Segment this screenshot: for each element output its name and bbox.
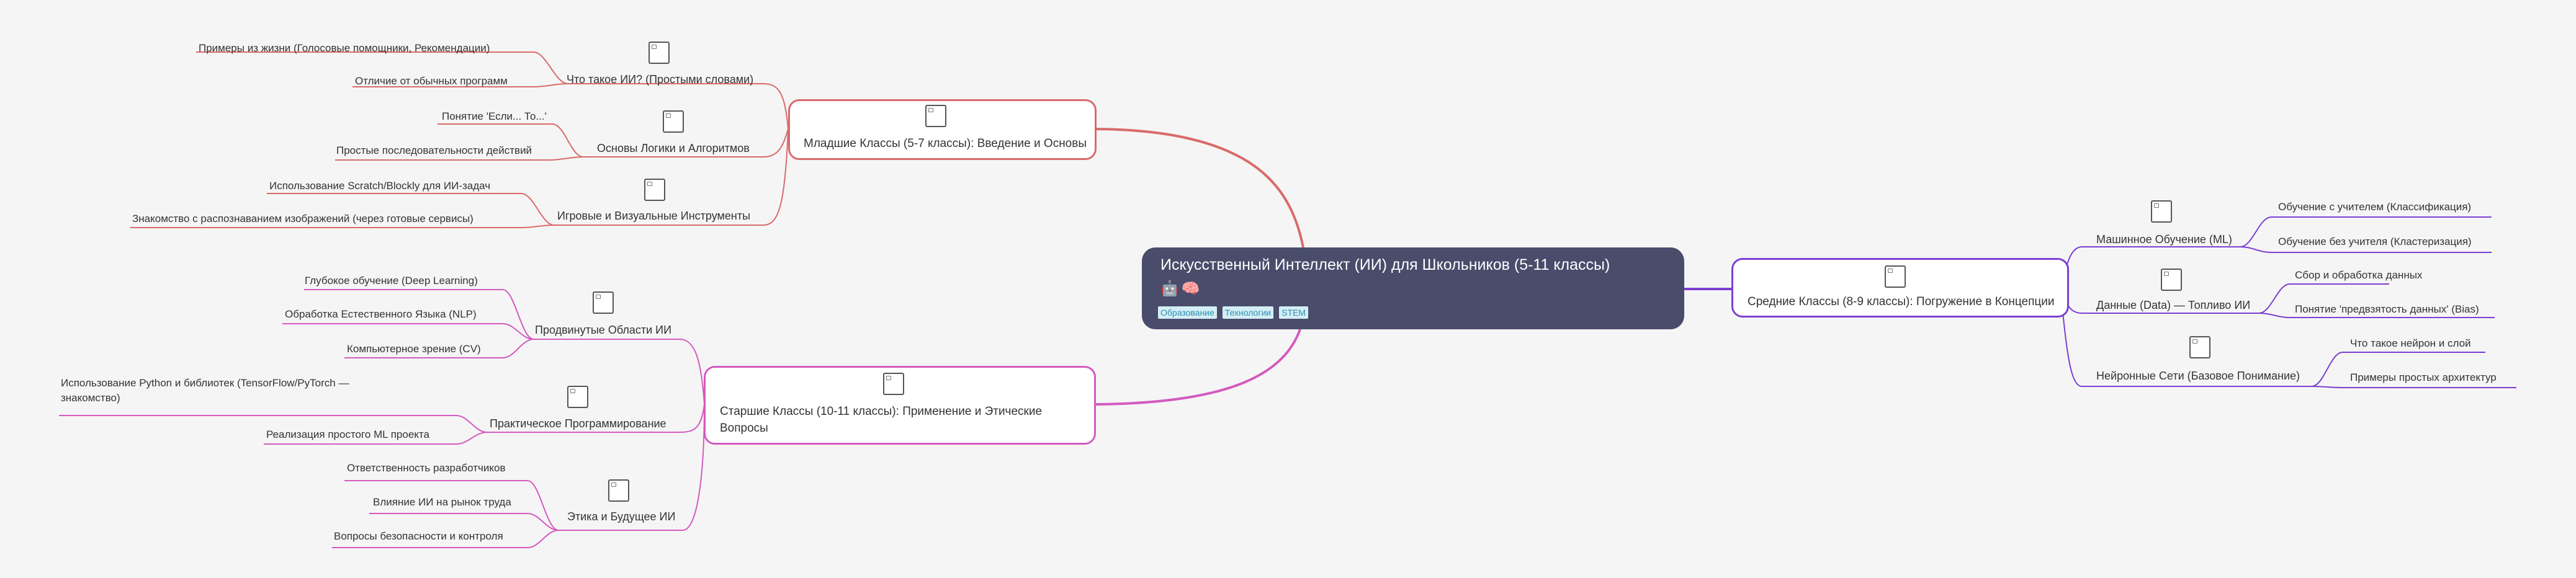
connector-senior-leaf-6	[344, 480, 559, 531]
junior-topic-1[interactable]: Что такое ИИ? (Простыми словами)	[567, 73, 754, 86]
branch-junior-title: Младшие Классы (5-7 классы): Введение и …	[804, 137, 1087, 150]
middle-topic-3[interactable]: Нейронные Сети (Базовое Понимание)	[2096, 370, 2300, 382]
middle-leaf-3[interactable]: Сбор и обработка данных	[2295, 269, 2423, 281]
connector-junior-leaf-6	[130, 225, 555, 228]
junior-leaf-4[interactable]: Простые последовательности действий	[336, 144, 532, 156]
connector-root-junior	[1095, 128, 1304, 248]
senior-leaf-4[interactable]: Использование Python и библиотек (Tensor…	[61, 377, 349, 404]
connector-senior-leaf-4	[59, 415, 488, 433]
connector-junior-topic-3	[554, 128, 789, 226]
middle-leaf-2[interactable]: Обучение без учителя (Кластеризация)	[2278, 236, 2472, 247]
middle-leaf-5[interactable]: Что такое нейрон и слой	[2350, 337, 2471, 349]
image-icon	[883, 373, 904, 395]
root-emoji: 🤖🧠	[1160, 280, 1203, 297]
connector-middle-leaf-5	[2311, 352, 2485, 387]
junior-leaf-5[interactable]: Использование Scratch/Blockly для ИИ-зад…	[269, 180, 491, 192]
branch-senior-title-line1: Старшие Классы (10-11 классы): Применени…	[720, 405, 1043, 418]
middle-topic-1[interactable]: Машинное Обучение (ML)	[2096, 233, 2232, 246]
connector-middle-leaf-6	[2311, 386, 2516, 388]
connector-senior-leaf-2	[282, 323, 534, 340]
senior-topic-3[interactable]: Этика и Будущее ИИ	[567, 510, 676, 523]
connector-senior-leaf-8	[332, 530, 559, 548]
image-icon	[644, 179, 665, 201]
connector-junior-topic-1	[568, 83, 789, 130]
middle-topic-2[interactable]: Данные (Data) — Топливо ИИ	[2096, 299, 2251, 311]
root-tags: Образование Технологии STEM	[1158, 306, 1308, 319]
connector-junior-leaf-2	[352, 83, 568, 87]
senior-topic-2[interactable]: Практическое Программирование	[490, 417, 666, 430]
image-icon	[2151, 200, 2172, 223]
tag-education[interactable]: Образование	[1158, 306, 1217, 319]
tag-stem[interactable]: STEM	[1279, 306, 1308, 319]
junior-leaf-1[interactable]: Примеры из жизни (Голосовые помощники, Р…	[199, 42, 490, 54]
senior-leaf-7[interactable]: Влияние ИИ на рынок труда	[373, 496, 511, 508]
connector-junior-leaf-4	[335, 156, 584, 161]
image-icon	[567, 386, 588, 408]
connector-senior-leaf-3	[344, 339, 534, 358]
connector-senior-leaf-5	[264, 432, 488, 445]
senior-leaf-8[interactable]: Вопросы безопасности и контроля	[334, 530, 503, 542]
junior-topic-3[interactable]: Игровые и Визуальные Инструменты	[557, 210, 751, 222]
image-icon	[1885, 265, 1906, 288]
image-icon	[663, 110, 684, 133]
connector-middle-leaf-3	[2258, 283, 2389, 314]
senior-leaf-6[interactable]: Ответственность разработчиков	[347, 462, 506, 474]
junior-leaf-2[interactable]: Отличие от обычных программ	[355, 75, 508, 87]
senior-topic-1[interactable]: Продвинутые Области ИИ	[535, 324, 672, 336]
tag-technologies[interactable]: Технологии	[1222, 306, 1274, 319]
connector-middle-leaf-4	[2258, 313, 2495, 318]
root-node[interactable]: Искусственный Интеллект (ИИ) для Школьни…	[1142, 247, 1684, 329]
connector-senior-leaf-1	[304, 289, 534, 340]
senior-leaf-3[interactable]: Компьютерное зрение (CV)	[347, 343, 481, 355]
branch-senior[interactable]: Старшие Классы (10-11 классы): Применени…	[704, 366, 1096, 445]
connector-junior-topic-2	[583, 128, 789, 158]
senior-leaf-1[interactable]: Глубокое обучение (Deep Learning)	[305, 275, 478, 287]
connector-senior-topic-2	[487, 404, 705, 433]
image-icon	[2189, 336, 2210, 358]
connector-middle-leaf-1	[2240, 216, 2492, 247]
connector-middle-leaf-2	[2240, 246, 2492, 253]
junior-leaf-3[interactable]: Понятие 'Если... То...'	[442, 110, 547, 122]
senior-leaf-5[interactable]: Реализация простого ML проекта	[266, 429, 429, 440]
image-icon	[2161, 269, 2182, 291]
middle-leaf-1[interactable]: Обучение с учителем (Классификация)	[2278, 201, 2472, 213]
connector-middle-topic-1	[2060, 246, 2240, 290]
branch-junior[interactable]: Младшие Классы (5-7 классы): Введение и …	[788, 99, 1097, 160]
image-icon	[608, 479, 629, 502]
connector-senior-leaf-7	[369, 513, 559, 531]
junior-leaf-6[interactable]: Знакомство с распознаванием изображений …	[132, 213, 473, 225]
connector-junior-leaf-5	[267, 193, 555, 226]
image-icon	[593, 291, 614, 314]
connector-senior-topic-1	[534, 339, 705, 405]
middle-leaf-4[interactable]: Понятие 'предвзятость данных' (Bias)	[2295, 303, 2479, 315]
branch-middle-title: Средние Классы (8-9 классы): Погружение …	[1748, 295, 2055, 308]
image-icon	[648, 42, 670, 64]
branch-senior-title-line2: Вопросы	[720, 422, 768, 435]
connector-root-senior	[1095, 329, 1301, 406]
image-icon	[925, 105, 946, 127]
root-title: Искусственный Интеллект (ИИ) для Школьни…	[1160, 256, 1610, 273]
junior-topic-2[interactable]: Основы Логики и Алгоритмов	[597, 142, 750, 154]
branch-middle[interactable]: Средние Классы (8-9 классы): Погружение …	[1731, 258, 2069, 318]
connector-junior-leaf-1	[196, 51, 568, 84]
senior-leaf-2[interactable]: Обработка Естественного Языка (NLP)	[285, 308, 477, 320]
middle-leaf-6[interactable]: Примеры простых архитектур	[2350, 371, 2497, 383]
connector-junior-leaf-3	[438, 123, 584, 158]
